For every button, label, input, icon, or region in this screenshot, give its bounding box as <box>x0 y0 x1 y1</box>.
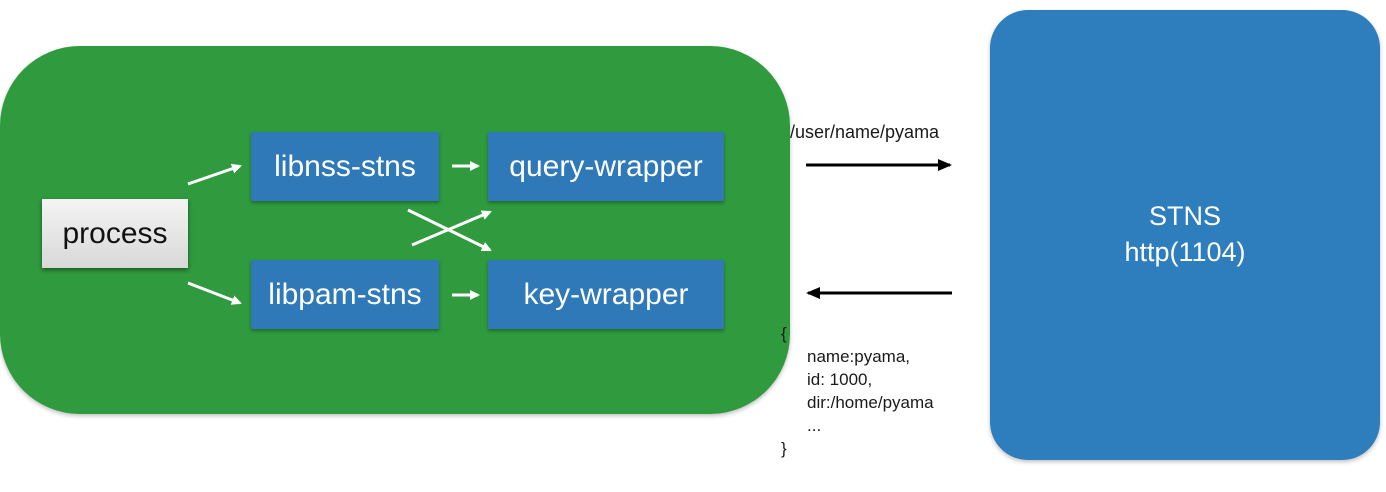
arrow-process-to-libnss <box>187 163 242 186</box>
libnss-stns-label: libnss-stns <box>274 149 416 183</box>
response-body: { name:pyama, id: 1000, dir:/home/pyama … <box>781 322 934 460</box>
process-label: process <box>62 216 168 250</box>
response-close-brace: } <box>781 439 787 458</box>
process-box: process <box>42 199 188 268</box>
response-line-id: id: 1000, <box>807 370 873 389</box>
request-path-label: /user/name/pyama <box>790 122 940 142</box>
stns-server-label: STNS http(1104) <box>990 198 1380 270</box>
server-endpoint: http(1104) <box>1124 237 1246 267</box>
query-wrapper-label: query-wrapper <box>509 149 703 183</box>
query-wrapper-box: query-wrapper <box>488 132 724 201</box>
libnss-stns-box: libnss-stns <box>251 132 439 201</box>
arrow-process-to-libpam <box>187 281 242 305</box>
stns-server-panel <box>990 10 1380 460</box>
response-open-brace: { <box>781 324 787 343</box>
server-name: STNS <box>1148 201 1221 231</box>
libpam-stns-label: libpam-stns <box>268 277 422 311</box>
response-line-ellipsis: ... <box>807 416 822 435</box>
key-wrapper-box: key-wrapper <box>488 260 724 329</box>
response-line-name: name:pyama, <box>807 347 910 366</box>
key-wrapper-label: key-wrapper <box>523 277 689 311</box>
libpam-stns-box: libpam-stns <box>251 260 439 329</box>
response-line-dir: dir:/home/pyama <box>807 393 934 412</box>
arrow-libpam-to-query <box>411 210 492 247</box>
